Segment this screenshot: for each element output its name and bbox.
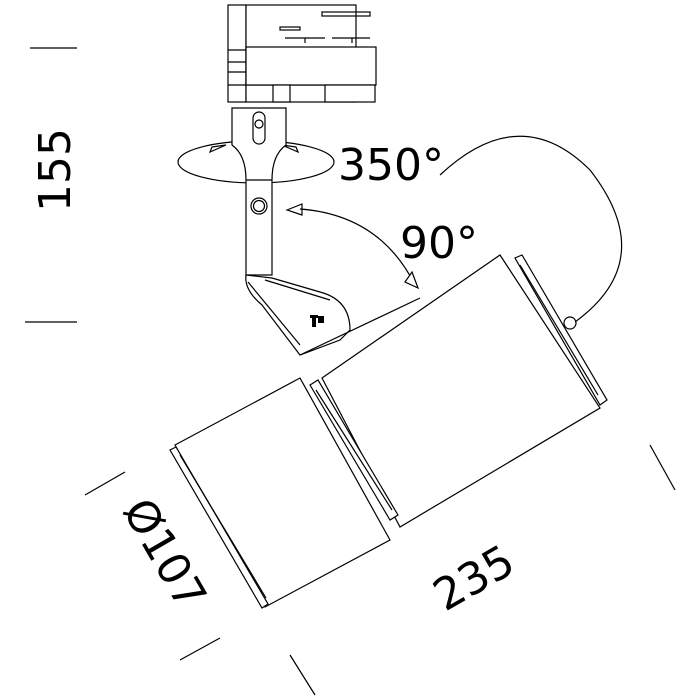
arrow-icon <box>404 270 420 290</box>
track-adapter <box>227 4 377 103</box>
arrow-icon <box>285 203 303 216</box>
stem <box>231 107 351 356</box>
lamp-rear-body <box>299 254 608 528</box>
lamp-front-cylinder <box>169 377 391 609</box>
dimension-lines <box>25 47 676 696</box>
tilt-label: 90° <box>400 218 478 269</box>
diameter-label: Ø107 <box>112 490 215 618</box>
rotation-arc <box>439 135 623 323</box>
pivot-knob <box>563 316 577 330</box>
rotation-label: 350° <box>338 140 444 191</box>
length-label: 235 <box>425 535 523 621</box>
arrow-icon <box>208 144 227 154</box>
tilt-arc <box>299 208 416 286</box>
height-label: 155 <box>30 128 81 212</box>
logo <box>310 315 324 327</box>
arrow-icon <box>281 144 300 154</box>
